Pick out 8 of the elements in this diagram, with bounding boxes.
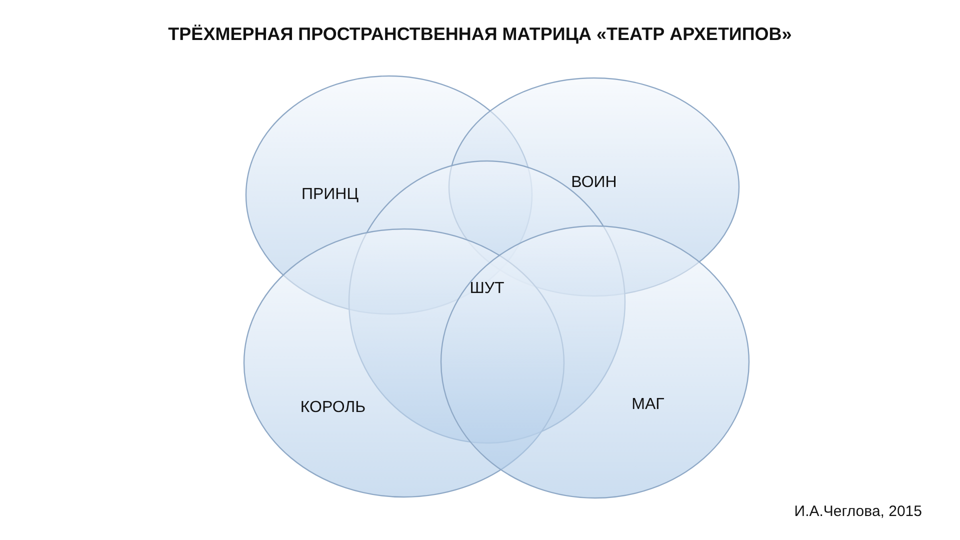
archetype-ellipse <box>440 225 750 499</box>
author-credit: И.А.Чеглова, 2015 <box>794 503 922 520</box>
archetype-label: МАГ <box>632 396 664 414</box>
diagram-title: ТРЁХМЕРНАЯ ПРОСТРАНСТВЕННАЯ МАТРИЦА «ТЕАТР АРХЕТИПОВ» <box>167 24 793 45</box>
archetype-label: КОРОЛЬ <box>300 399 366 417</box>
archetype-label: ВОИН <box>571 174 617 192</box>
archetype-label: ПРИНЦ <box>301 186 359 204</box>
archetype-label: ШУТ <box>470 280 504 298</box>
